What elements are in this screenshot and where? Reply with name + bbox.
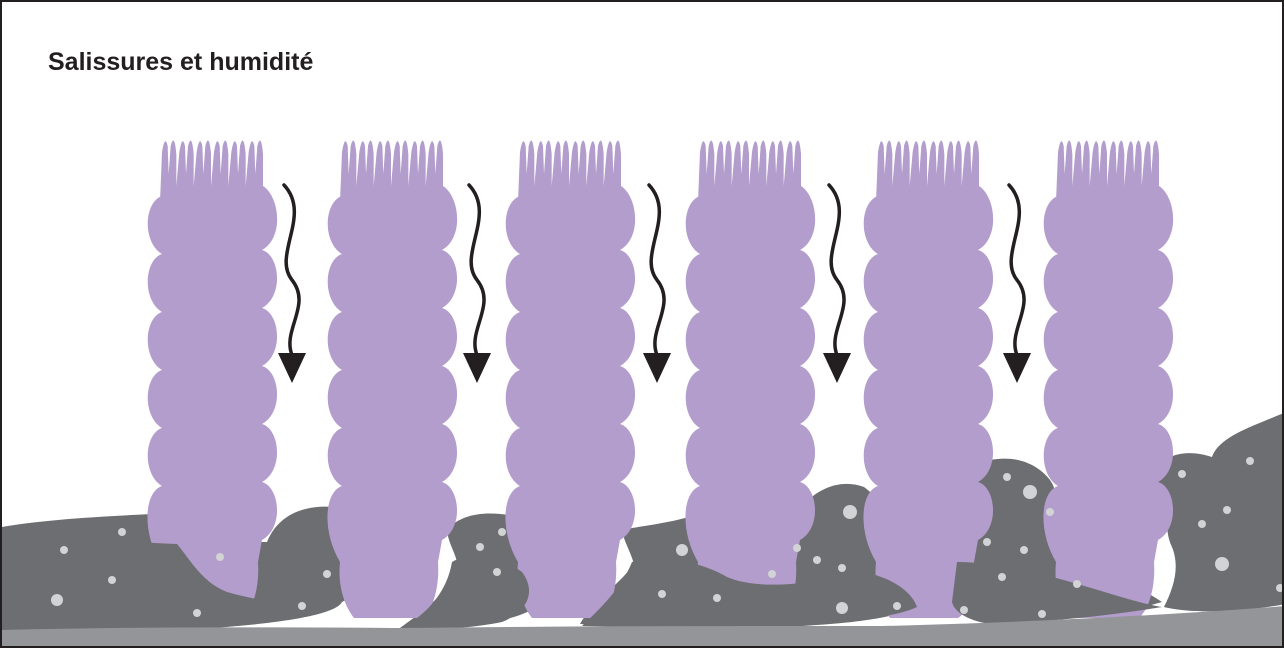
grit-speck [1215,557,1229,571]
grit-speck [658,590,666,598]
grit-speck [118,528,126,536]
grit-speck [1223,506,1231,514]
grit-speck [60,546,68,554]
grit-speck [1003,473,1011,481]
grit-speck [1023,485,1037,499]
grit-speck [51,594,63,606]
grit-speck [838,564,846,572]
grit-speck [998,573,1006,581]
grit-speck [498,528,506,536]
carpet-fiber-icon [863,141,993,618]
grit-speck [1073,580,1081,588]
carpet-fiber-icon [327,141,457,618]
carpet-fiber-icon [1043,141,1173,618]
grit-speck [768,570,776,578]
grit-speck [1198,520,1206,528]
dirt-clump-icon [1164,545,1284,611]
grit-speck [843,505,857,519]
grit-speck [983,538,991,546]
grit-speck [1020,546,1028,554]
moisture-arrow-icon [278,185,306,383]
grit-speck [1046,508,1054,516]
grit-speck [493,568,501,576]
grit-speck [1246,457,1254,465]
carpet-fiber-icon [505,141,635,618]
grit-speck [298,602,306,610]
grit-speck [713,594,721,602]
moisture-arrow-icon [1003,185,1031,383]
grit-speck [108,576,116,584]
moisture-arrow-icon [643,185,671,383]
grit-speck [216,553,224,561]
grit-speck [1038,610,1046,618]
grit-speck [893,602,901,610]
grit-speck [793,544,801,552]
grit-speck [193,609,201,617]
moisture-arrow-icon [463,185,491,383]
grit-speck [836,602,848,614]
grit-speck [676,544,688,556]
grit-speck [476,543,484,551]
grit-speck [1178,470,1186,478]
grit-speck [813,556,821,564]
grit-speck [1276,584,1284,592]
moisture-arrow-icon [823,185,851,383]
grit-speck [323,570,331,578]
grit-speck [960,606,968,614]
